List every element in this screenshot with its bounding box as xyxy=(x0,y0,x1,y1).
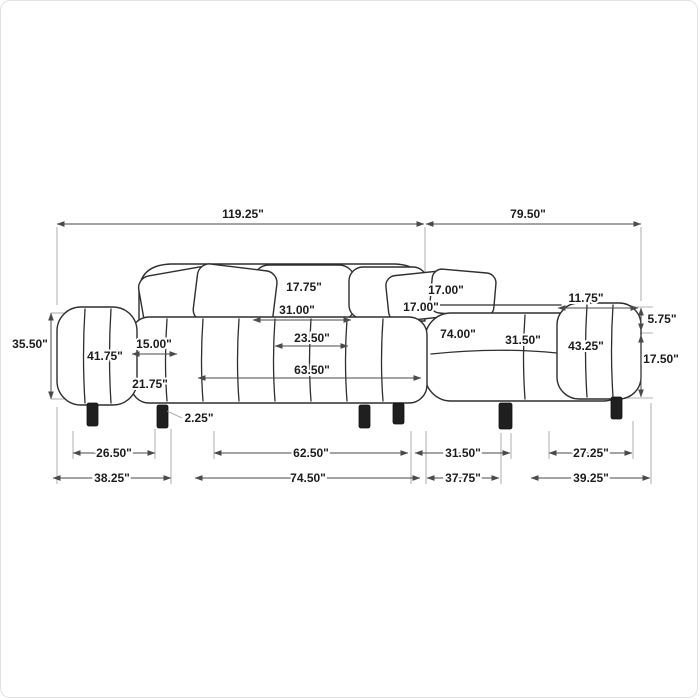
dimension-labels: 119.25" 79.50" 17.75" 17.00" 17.00" 31.0… xyxy=(10,205,681,487)
dim-label-chaise-seat: 31.50" xyxy=(505,333,541,347)
sofa-line-drawing xyxy=(56,263,642,430)
dim-label-arm-inner: 15.00" xyxy=(136,337,172,351)
dim-label-seat-cushion: 31.00" xyxy=(279,303,315,317)
main-seat xyxy=(130,316,428,404)
dim-label-right-depth: 43.25" xyxy=(568,339,604,353)
dim-label-base-left-arm: 26.50" xyxy=(96,446,132,460)
dim-label-pillow-right-a: 17.00" xyxy=(428,283,464,297)
dim-label-seat-depth: 23.50" xyxy=(294,331,330,345)
right-arm xyxy=(556,302,642,400)
dim-label-footprint-mid: 37.75" xyxy=(445,471,481,485)
dim-label-total-width: 119.25" xyxy=(222,207,264,221)
sofa-legs xyxy=(86,396,623,430)
dimension-lines xyxy=(48,221,651,481)
dim-label-arm-top: 11.75" xyxy=(568,291,603,305)
dim-label-arm-rise: 5.75" xyxy=(647,312,676,326)
dim-label-overall-height: 35.50" xyxy=(12,337,48,351)
dim-label-seat-height: 17.50" xyxy=(643,352,679,366)
dim-label-arm-front: 21.75" xyxy=(132,377,168,391)
dim-label-footprint-main: 74.50" xyxy=(290,471,326,485)
dim-label-footprint-left: 38.25" xyxy=(94,471,130,485)
dim-label-base-seat: 62.50" xyxy=(293,446,329,460)
dim-label-chaise-depth: 74.00" xyxy=(440,327,476,341)
dim-label-seat-width: 63.50" xyxy=(294,363,330,377)
dim-label-base-right-arm: 27.25" xyxy=(573,446,609,460)
dim-label-back-cushion: 17.75" xyxy=(286,280,322,294)
dim-label-chaise-total: 79.50" xyxy=(510,207,546,221)
dim-label-base-chaise: 31.50" xyxy=(445,446,481,460)
dim-label-footprint-right: 39.25" xyxy=(573,471,609,485)
dim-label-left-arm-diag: 41.75" xyxy=(87,349,123,363)
dim-label-pillow-right-b: 17.00" xyxy=(403,300,439,314)
dim-label-leg-height: 2.25" xyxy=(184,411,213,425)
